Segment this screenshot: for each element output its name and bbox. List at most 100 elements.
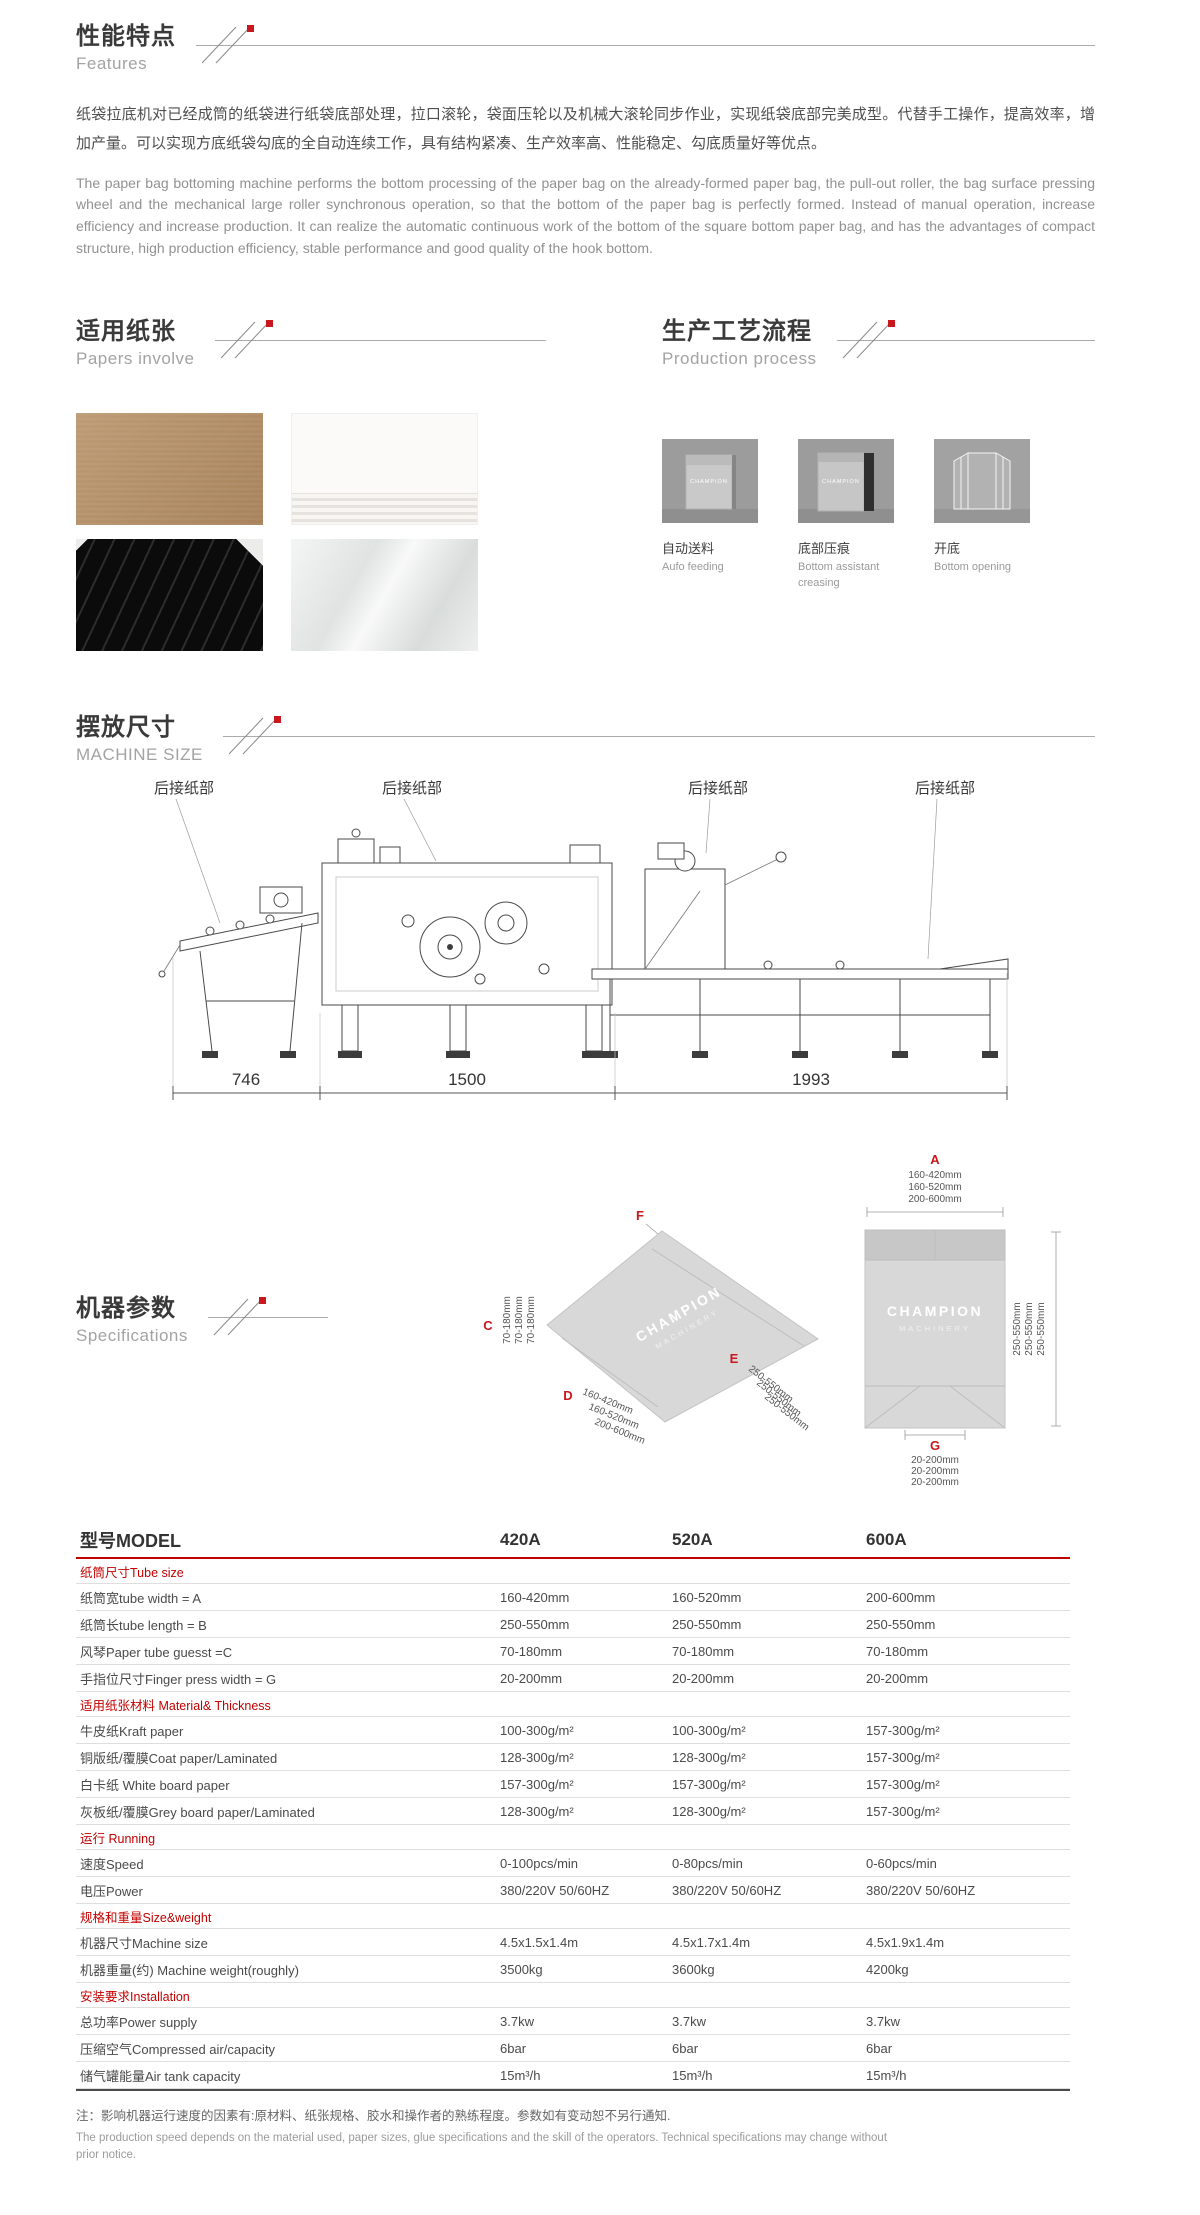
row-value: 0-80pcs/min bbox=[672, 1855, 743, 1871]
row-value: 250-550mm bbox=[672, 1616, 742, 1632]
row-value: 0-100pcs/min bbox=[500, 1855, 579, 1871]
specs-title-en: Specifications bbox=[76, 1326, 188, 1346]
svg-text:CHAMPION: CHAMPION bbox=[887, 1303, 983, 1319]
section-features: 性能特点 Features 纸袋拉底机对已经成筒的纸袋进行纸袋底部处理，拉口滚轮… bbox=[0, 0, 1200, 259]
bag-dimension-diagram: CHAMPION MACHINERY F C 70-180mm 70-180mm… bbox=[483, 1152, 1061, 1488]
svg-text:MACHINERY: MACHINERY bbox=[899, 1324, 971, 1333]
part-label: 后接纸部 bbox=[688, 780, 748, 797]
svg-text:160-420mm: 160-420mm bbox=[908, 1170, 961, 1181]
row-value: 70-180mm bbox=[866, 1643, 929, 1659]
row-value: 3.7kw bbox=[500, 2013, 534, 2029]
footnote-cn: 注：影响机器运行速度的因素有:原材料、纸张规格、胶水和操作者的熟练程度。参数如有… bbox=[76, 2109, 671, 2124]
machine-size-heading: 摆放尺寸 MACHINE SIZE bbox=[76, 707, 1095, 765]
process-heading: 生产工艺流程 Production process bbox=[662, 311, 1095, 369]
row-value: 15m³/h bbox=[672, 2067, 713, 2083]
svg-text:CHAMPION: CHAMPION bbox=[690, 479, 728, 485]
row-value: 3.7kw bbox=[866, 2013, 900, 2029]
row-value: 6bar bbox=[500, 2040, 527, 2056]
svg-text:20-200mm: 20-200mm bbox=[911, 1455, 959, 1466]
heading-rule bbox=[196, 24, 1095, 63]
row-label: 压缩空气Compressed air/capacity bbox=[80, 2041, 276, 2057]
row-label: 白卡纸 White board paper bbox=[80, 1777, 230, 1793]
table-row: 手指位尺寸Finger press width = G 20-200mm 20-20… bbox=[76, 1665, 1070, 1693]
dimension-746: 746 bbox=[232, 1070, 260, 1089]
row-label: 纸筒宽tube width = A bbox=[80, 1590, 202, 1606]
machine-size-title-en: MACHINE SIZE bbox=[76, 745, 203, 765]
row-value: 70-180mm bbox=[672, 1643, 735, 1659]
glossy-paper-image bbox=[291, 539, 478, 652]
papers-title-cn: 适用纸张 bbox=[76, 318, 176, 346]
features-title-cn: 性能特点 bbox=[76, 23, 176, 50]
step-label-cn: 自动送料 bbox=[662, 541, 715, 557]
row-value: 6bar bbox=[866, 2040, 893, 2056]
section-machine-size: 摆放尺寸 MACHINE SIZE 后接纸部 后接纸部 后接纸部 后接纸部 bbox=[0, 651, 1200, 1148]
step-label-cn: 底部压痕 bbox=[798, 541, 851, 557]
row-value: 20-200mm bbox=[500, 1670, 563, 1686]
heading-rule bbox=[222, 715, 1095, 755]
part-label: 后接纸部 bbox=[915, 780, 975, 797]
model-col-600A: 600A bbox=[866, 1530, 907, 1550]
specs-title-cn: 机器参数 bbox=[76, 1295, 176, 1323]
row-label: 风琴Paper tube guesst =C bbox=[80, 1644, 233, 1660]
row-value: 157-300g/m² bbox=[866, 1803, 940, 1819]
machine-size-title-cn: 摆放尺寸 bbox=[76, 714, 176, 742]
row-value: 160-420mm bbox=[500, 1589, 570, 1605]
row-value: 70-180mm bbox=[500, 1643, 563, 1659]
svg-text:70-180mm: 70-180mm bbox=[502, 1296, 513, 1344]
footnote: 注：影响机器运行速度的因素有:原材料、纸张规格、胶水和操作者的熟练程度。参数如有… bbox=[76, 2105, 1070, 2163]
machine-technical-drawing: 后接纸部 后接纸部 后接纸部 后接纸部 bbox=[154, 780, 1009, 1101]
row-value: 380/220V 50/60HZ bbox=[866, 1882, 976, 1898]
footnote-en: The production speed depends on the mate… bbox=[76, 2132, 888, 2161]
row-value: 157-300g/m² bbox=[500, 1776, 574, 1792]
row-value: 100-300g/m² bbox=[500, 1722, 574, 1738]
dim-letter-D: D bbox=[563, 1388, 572, 1403]
slash-decoration-icon bbox=[220, 319, 273, 359]
process-column: 生产工艺流程 Production process bbox=[662, 311, 1095, 651]
white-paper-stack-image bbox=[291, 413, 478, 526]
papers-column: 适用纸张 Papers involve bbox=[76, 311, 546, 652]
row-label: 机器重量(约) Machine weight(roughly) bbox=[80, 1962, 299, 1978]
slash-decoration-icon bbox=[842, 319, 895, 359]
dimension-1993: 1993 bbox=[792, 1070, 830, 1089]
bottom-creasing-image: CHAMPION bbox=[798, 439, 894, 524]
row-value: 250-550mm bbox=[866, 1616, 936, 1632]
row-value: 157-300g/m² bbox=[866, 1776, 940, 1792]
row-value: 157-300g/m² bbox=[866, 1749, 940, 1765]
features-title-en: Features bbox=[76, 54, 148, 73]
model-col-420A: 420A bbox=[500, 1530, 541, 1550]
row-value: 4.5x1.7x1.4m bbox=[672, 1934, 751, 1950]
part-label: 后接纸部 bbox=[382, 780, 442, 797]
table-section-row: 适用纸张材料 Material& Thickness bbox=[76, 1692, 1070, 1718]
row-value: 20-200mm bbox=[866, 1670, 929, 1686]
row-value: 157-300g/m² bbox=[672, 1776, 746, 1792]
row-value: 0-60pcs/min bbox=[866, 1855, 937, 1871]
features-paragraph-en: The paper bag bottoming machine performs… bbox=[76, 174, 1095, 256]
row-value: 3600kg bbox=[672, 1961, 715, 1977]
row-value: 380/220V 50/60HZ bbox=[672, 1882, 782, 1898]
auto-feeding-image: CHAMPION bbox=[662, 439, 758, 524]
row-label: 牛皮纸Kraft paper bbox=[80, 1723, 184, 1739]
row-label: 手指位尺寸Finger press width = G bbox=[80, 1671, 277, 1687]
part-label: 后接纸部 bbox=[154, 780, 214, 797]
row-value: 380/220V 50/60HZ bbox=[500, 1882, 610, 1898]
model-header: 型号MODEL bbox=[80, 1531, 181, 1552]
spec-table-header: 型号MODEL 420A 520A 600A bbox=[76, 1523, 1070, 1560]
svg-text:250-550mm: 250-550mm bbox=[1024, 1303, 1035, 1356]
section-specifications: 机器参数 Specifications CHAMPION MACH bbox=[0, 1148, 1200, 1523]
step-label-en: Aufo feeding bbox=[662, 561, 724, 574]
specs-heading: 机器参数 Specifications bbox=[76, 1288, 406, 1346]
papers-title-en: Papers involve bbox=[76, 349, 195, 369]
svg-text:200-600mm: 200-600mm bbox=[908, 1194, 961, 1205]
svg-text:250-550mm: 250-550mm bbox=[1012, 1303, 1023, 1356]
features-heading: 性能特点 Features bbox=[76, 16, 1095, 74]
papers-grid bbox=[76, 413, 546, 652]
